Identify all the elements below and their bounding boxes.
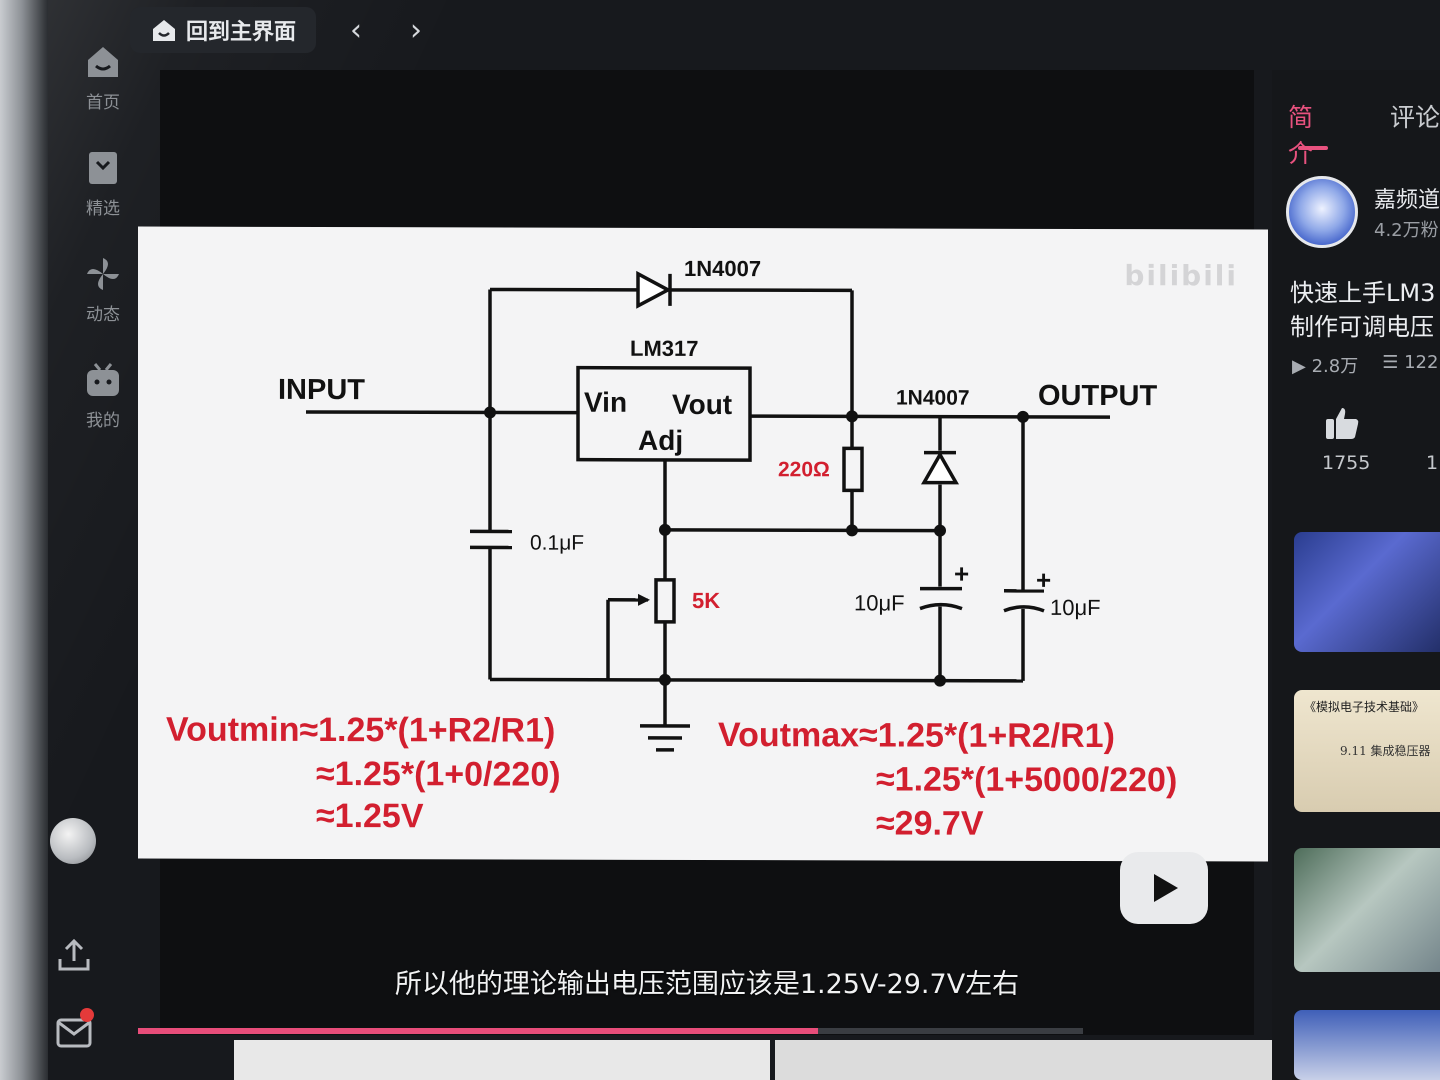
avatar[interactable] <box>50 818 96 864</box>
slide-frame: 1N4007 LM317 Vin Vout Adj INPUT OUTPUT 1… <box>138 226 1268 862</box>
mail-icon[interactable] <box>54 1012 94 1052</box>
progress-fill <box>138 1028 819 1034</box>
tab-comments[interactable]: 评论 <box>1389 103 1440 132</box>
sidebar-item-mine[interactable]: 我的 <box>48 360 158 431</box>
home-button-label: 回到主界面 <box>186 20 297 45</box>
video-title-line: 制作可调电压 <box>1290 313 1434 341</box>
home-icon <box>153 20 175 41</box>
uploader-fans: 4.2万粉 <box>1374 220 1439 241</box>
sidebar-item-home[interactable]: 首页 <box>48 42 158 113</box>
like-icon[interactable] <box>1324 405 1360 441</box>
formula-left-line2: ≈1.25*(1+0/220) <box>316 755 561 794</box>
thumbnail-title: 《模拟电子技术基础》 <box>1304 700 1425 714</box>
formula-right-line2: ≈1.25*(1+5000/220) <box>876 760 1177 799</box>
video-title-line: 快速上手LM3 <box>1290 279 1436 307</box>
home-button[interactable]: 回到主界面 <box>130 7 317 53</box>
output-cap-plus: + <box>1036 565 1051 595</box>
forward-arrow-icon[interactable]: › <box>410 12 423 48</box>
uploader-name[interactable]: 嘉频道 <box>1374 188 1440 213</box>
sidebar-item-featured[interactable]: 精选 <box>48 148 158 219</box>
danmaku-count: 122 <box>1404 352 1439 373</box>
input-label: INPUT <box>278 374 365 406</box>
monitor-bezel <box>0 0 48 1080</box>
upload-icon[interactable] <box>54 935 94 975</box>
home-icon <box>88 47 118 77</box>
views-count: 2.8万 <box>1311 356 1359 377</box>
progress-bar[interactable] <box>138 1028 1083 1034</box>
related-video-thumbnail[interactable] <box>1294 532 1440 652</box>
below-slide-strip <box>775 1040 1275 1080</box>
danmaku-icon: ☰ <box>1382 352 1399 373</box>
input-cap-label: 0.1μF <box>530 532 584 555</box>
uploader-avatar[interactable] <box>1286 176 1358 248</box>
vin-pin-label: Vin <box>584 387 627 418</box>
tv-icon <box>87 363 119 396</box>
play-icon <box>1154 874 1178 902</box>
danmaku-stat: ☰ 122 <box>1382 352 1438 378</box>
related-video-thumbnail[interactable]: 《模拟电子技术基础》 9.11 集成稳压器 <box>1294 690 1440 812</box>
vout-pin-label: Vout <box>672 389 732 420</box>
coin-count: 1 <box>1426 452 1439 474</box>
tab-underline <box>1298 146 1328 150</box>
sidebar-item-label: 精选 <box>86 199 120 219</box>
below-slide-strip <box>234 1040 770 1080</box>
video-title: 快速上手LM3 制作可调电压 <box>1290 276 1435 344</box>
sidebar-item-label: 动态 <box>86 305 120 325</box>
sidebar-item-dynamic[interactable]: 动态 <box>48 254 158 325</box>
adj-cap-label: 10μF <box>854 590 905 615</box>
sidebar-item-label: 首页 <box>86 93 120 113</box>
r1-label: 220Ω <box>778 458 830 481</box>
bilibili-watermark: bilibili <box>1124 259 1238 293</box>
back-arrow-icon[interactable]: ‹ <box>350 12 363 48</box>
tab-intro[interactable]: 简介 <box>1288 103 1314 168</box>
lm317-schematic: 1N4007 LM317 Vin Vout Adj INPUT OUTPUT 1… <box>166 256 1177 843</box>
like-count: 1755 <box>1322 452 1371 474</box>
video-stats: ▶ 2.8万 ☰ 122 <box>1292 352 1438 378</box>
views-stat: ▶ 2.8万 <box>1292 352 1358 378</box>
formula-right-line1: Voutmax≈1.25*(1+R2/R1) <box>718 716 1115 755</box>
tab-bar: 简介 评论 <box>1288 98 1440 170</box>
pinwheel-icon <box>87 258 119 290</box>
formula-right-line3: ≈29.7V <box>876 804 984 842</box>
thumbnail-subtitle: 9.11 集成稳压器 <box>1340 744 1431 758</box>
right-panel: 简介 评论 嘉频道 4.2万粉 快速上手LM3 制作可调电压 ▶ 2.8万 ☰ … <box>1272 70 1440 1080</box>
output-label: OUTPUT <box>1038 380 1157 412</box>
notification-badge <box>80 1008 94 1022</box>
bookmark-icon <box>89 152 117 184</box>
output-cap-label: 10μF <box>1050 595 1101 620</box>
related-video-thumbnail[interactable] <box>1294 848 1440 972</box>
adj-cap-plus: + <box>954 559 969 589</box>
pot-label: 5K <box>692 588 720 613</box>
regulator-label: LM317 <box>630 336 698 361</box>
play-count-icon: ▶ <box>1292 356 1306 377</box>
diode-top-label: 1N4007 <box>684 256 761 281</box>
formula-left-line1: Voutmin≈1.25*(1+R2/R1) <box>166 711 555 750</box>
play-button[interactable] <box>1120 852 1208 924</box>
related-video-thumbnail[interactable] <box>1294 1010 1440 1080</box>
adj-pin-label: Adj <box>638 425 683 456</box>
sidebar: 首页 精选 动态 我的 <box>48 30 158 1080</box>
top-bar: 回到主界面 ‹ › <box>130 0 436 60</box>
sidebar-item-label: 我的 <box>86 411 120 431</box>
diode-right-label: 1N4007 <box>896 387 970 410</box>
formula-left-line3: ≈1.25V <box>316 797 424 835</box>
video-subtitle: 所以他的理论输出电压范围应该是1.25V-29.7V左右 <box>394 969 1020 1000</box>
